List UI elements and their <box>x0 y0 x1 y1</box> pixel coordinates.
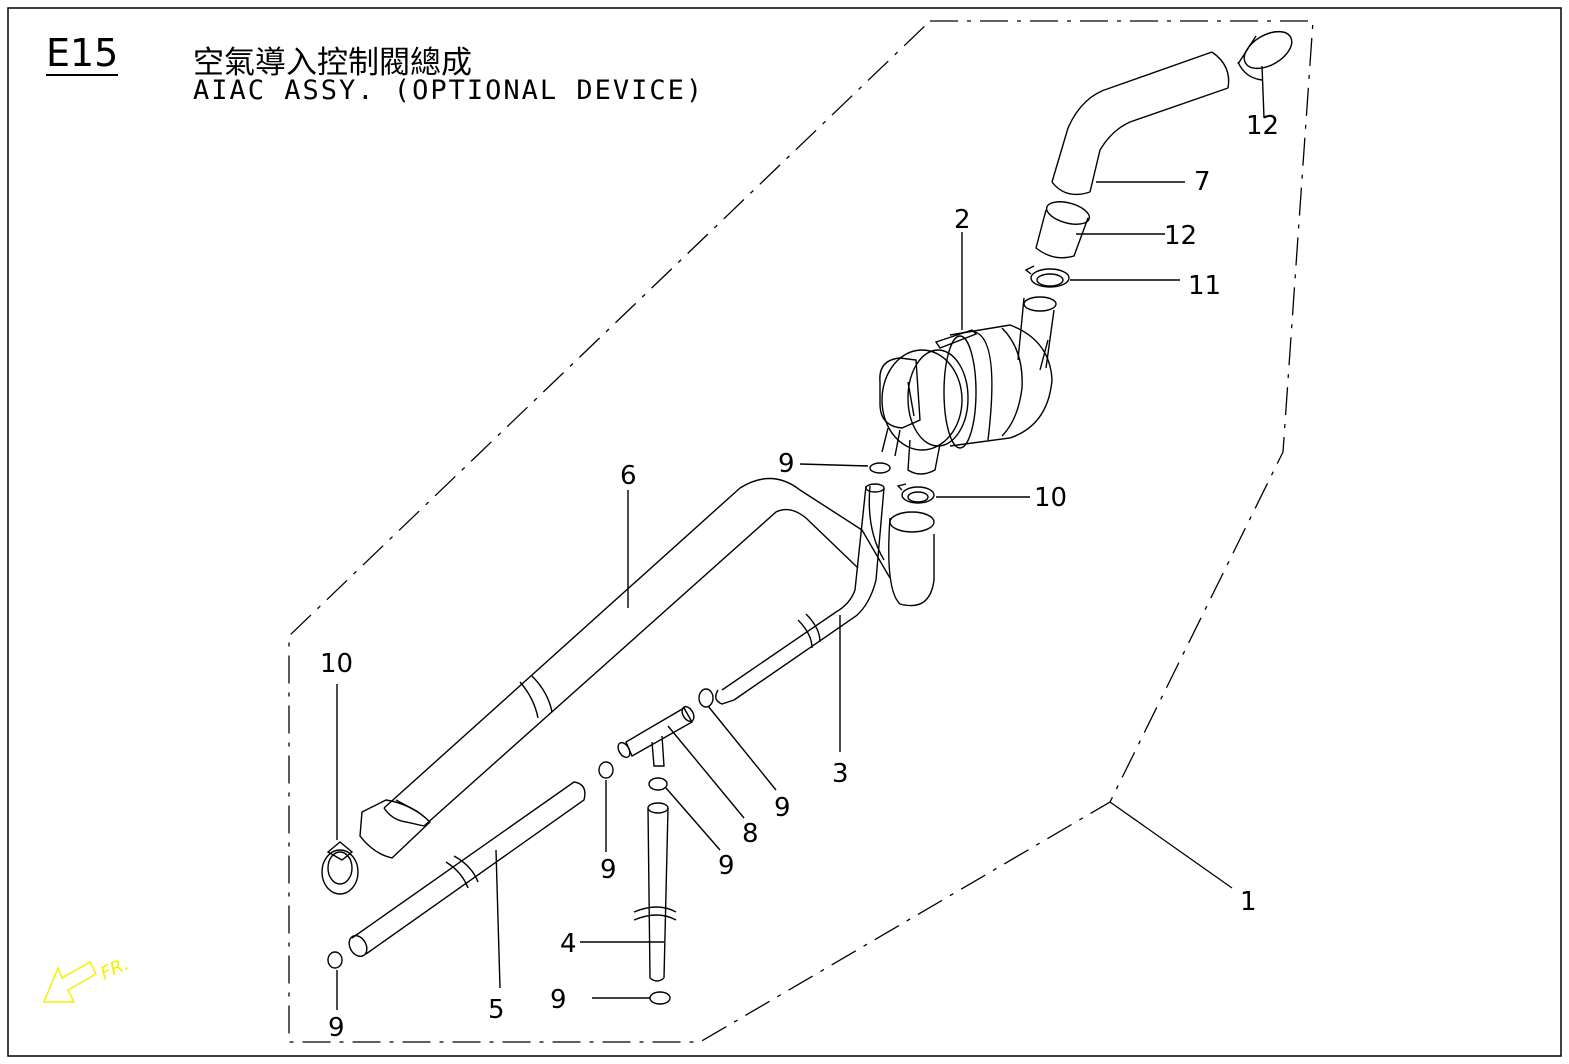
section-code: E15 <box>46 31 119 76</box>
callout-3: 3 <box>832 759 849 789</box>
assembly-boundary <box>288 20 1314 1043</box>
part-9-clamp-d <box>648 777 721 851</box>
part-12-lower-collar <box>1035 201 1165 259</box>
leader-1 <box>1109 801 1233 889</box>
callout-1: 1 <box>1240 887 1257 917</box>
part-10-clamp-upper <box>896 483 1030 504</box>
callout-12-b: 12 <box>1164 221 1197 251</box>
callout-9-c: 9 <box>600 855 617 885</box>
part-2-aiac-valve <box>879 232 1057 475</box>
callout-9-e: 9 <box>550 985 567 1015</box>
callout-11: 11 <box>1188 271 1221 301</box>
part-4-pipe <box>580 802 677 982</box>
callout-7: 7 <box>1194 167 1211 197</box>
part-9-clamp-e <box>592 991 671 1005</box>
title-chinese: 空氣導入控制閥總成 <box>193 45 472 81</box>
part-9-clamp-b <box>698 688 777 791</box>
part-12-top-collar <box>1237 30 1293 119</box>
callout-9-f: 9 <box>328 1013 345 1043</box>
part-5-lower-hose <box>348 781 586 989</box>
callout-2: 2 <box>954 205 971 235</box>
callout-12-a: 12 <box>1246 111 1279 141</box>
part-8-tee <box>617 705 745 819</box>
callout-8: 8 <box>742 819 759 849</box>
part-10-clamp-lower <box>321 684 359 895</box>
front-direction-label: FR. <box>97 953 132 984</box>
callout-9-b: 9 <box>774 793 791 823</box>
callout-9-d: 9 <box>718 851 735 881</box>
part-11-clamp <box>1024 265 1180 288</box>
callout-5: 5 <box>488 995 505 1025</box>
callout-10-b: 10 <box>1034 483 1067 513</box>
part-6-long-duct <box>359 477 935 859</box>
part-9-clamp-f <box>327 951 343 1010</box>
callout-10-a: 10 <box>320 649 353 679</box>
callout-9-a: 9 <box>778 449 795 479</box>
part-9-clamp-a <box>799 462 891 474</box>
part-9-clamp-c <box>598 761 614 852</box>
callout-4: 4 <box>560 929 577 959</box>
part-7-upper-hose <box>1051 51 1230 196</box>
title-english: AIAC ASSY. (OPTIONAL DEVICE) <box>193 75 705 106</box>
callout-6: 6 <box>620 461 637 491</box>
drawing-frame <box>7 7 1562 1057</box>
part-3-hose <box>715 483 885 752</box>
front-direction-arrow <box>42 960 97 1003</box>
